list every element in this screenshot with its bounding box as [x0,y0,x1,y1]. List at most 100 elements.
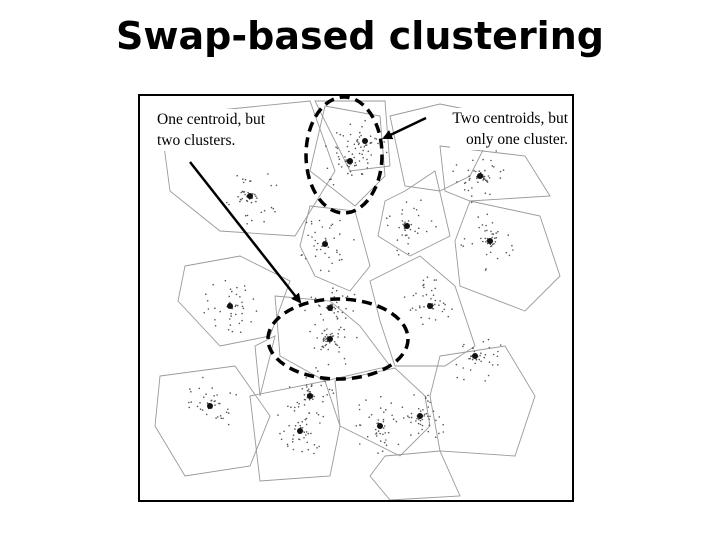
data-point [316,248,318,251]
data-point [352,310,354,312]
data-point [401,213,403,215]
data-point [216,394,218,396]
data-point [416,232,419,234]
data-point [239,296,241,298]
data-point [502,169,505,171]
data-point [330,224,332,227]
data-point [391,414,393,417]
data-point [377,128,379,130]
data-point [314,255,317,257]
data-point [241,197,244,200]
data-point [305,431,308,433]
data-point [370,142,372,144]
data-point [438,432,440,435]
data-point [296,401,299,404]
data-point [452,170,454,172]
data-point [235,393,237,396]
data-point [376,422,378,425]
data-point [305,423,308,426]
data-point [239,200,241,203]
data-point [401,220,404,222]
data-point [374,428,377,431]
data-point [275,184,278,187]
data-point [359,443,361,445]
data-point [241,312,243,315]
data-point [292,448,295,451]
data-point [386,217,388,219]
data-point [404,229,406,232]
data-point [377,452,379,454]
data-point [492,353,495,356]
data-point [211,387,213,389]
data-point [398,226,400,229]
data-point [304,257,307,260]
data-point [321,226,324,228]
data-point [306,441,308,444]
data-point [242,181,245,184]
data-point [344,156,346,158]
data-point [227,328,230,331]
data-point [240,198,242,201]
data-point [203,311,205,314]
data-point [303,431,306,434]
data-point [244,178,247,181]
data-point [297,421,299,424]
data-point [428,317,431,320]
data-point [419,410,422,412]
data-point [201,409,204,411]
data-point [358,152,361,155]
data-point [338,163,340,165]
data-point [306,390,309,392]
data-point [473,350,476,353]
data-point [434,299,437,302]
data-point [327,246,330,248]
data-point [236,174,238,177]
data-point [439,300,441,302]
data-point [325,343,328,346]
data-point [496,355,499,358]
data-point [480,237,482,240]
data-point [427,394,429,397]
data-point [469,357,471,360]
data-point [307,388,310,391]
data-point [321,345,323,348]
data-point [472,159,474,162]
centroid-point [327,336,333,342]
data-point [339,253,341,256]
data-point [477,181,479,183]
data-point [310,432,312,435]
data-point [346,145,349,148]
data-point [190,401,192,403]
voronoi-cell [334,367,431,457]
data-point [213,400,215,403]
voronoi-cell [309,105,386,207]
data-point [338,328,340,331]
data-point [311,384,313,386]
data-point [241,305,244,308]
data-point [487,374,490,377]
data-point [314,323,316,326]
data-point [188,401,190,404]
data-point [412,294,415,297]
centroid-point [327,305,333,311]
data-point [303,404,306,406]
data-point [333,306,335,309]
data-point [287,405,289,408]
data-point [433,279,436,281]
data-point [427,430,430,433]
data-point [390,402,392,404]
voronoi-cell [154,365,271,477]
data-point [272,207,275,210]
data-point [488,346,491,349]
data-point [255,200,257,203]
data-point [379,440,382,442]
data-point [305,221,308,224]
data-point [442,423,445,426]
data-point [493,242,495,245]
data-point [348,165,350,168]
data-point [485,268,487,270]
data-point [385,444,388,447]
data-point [294,424,297,427]
data-point [430,289,433,292]
data-point [429,401,432,404]
